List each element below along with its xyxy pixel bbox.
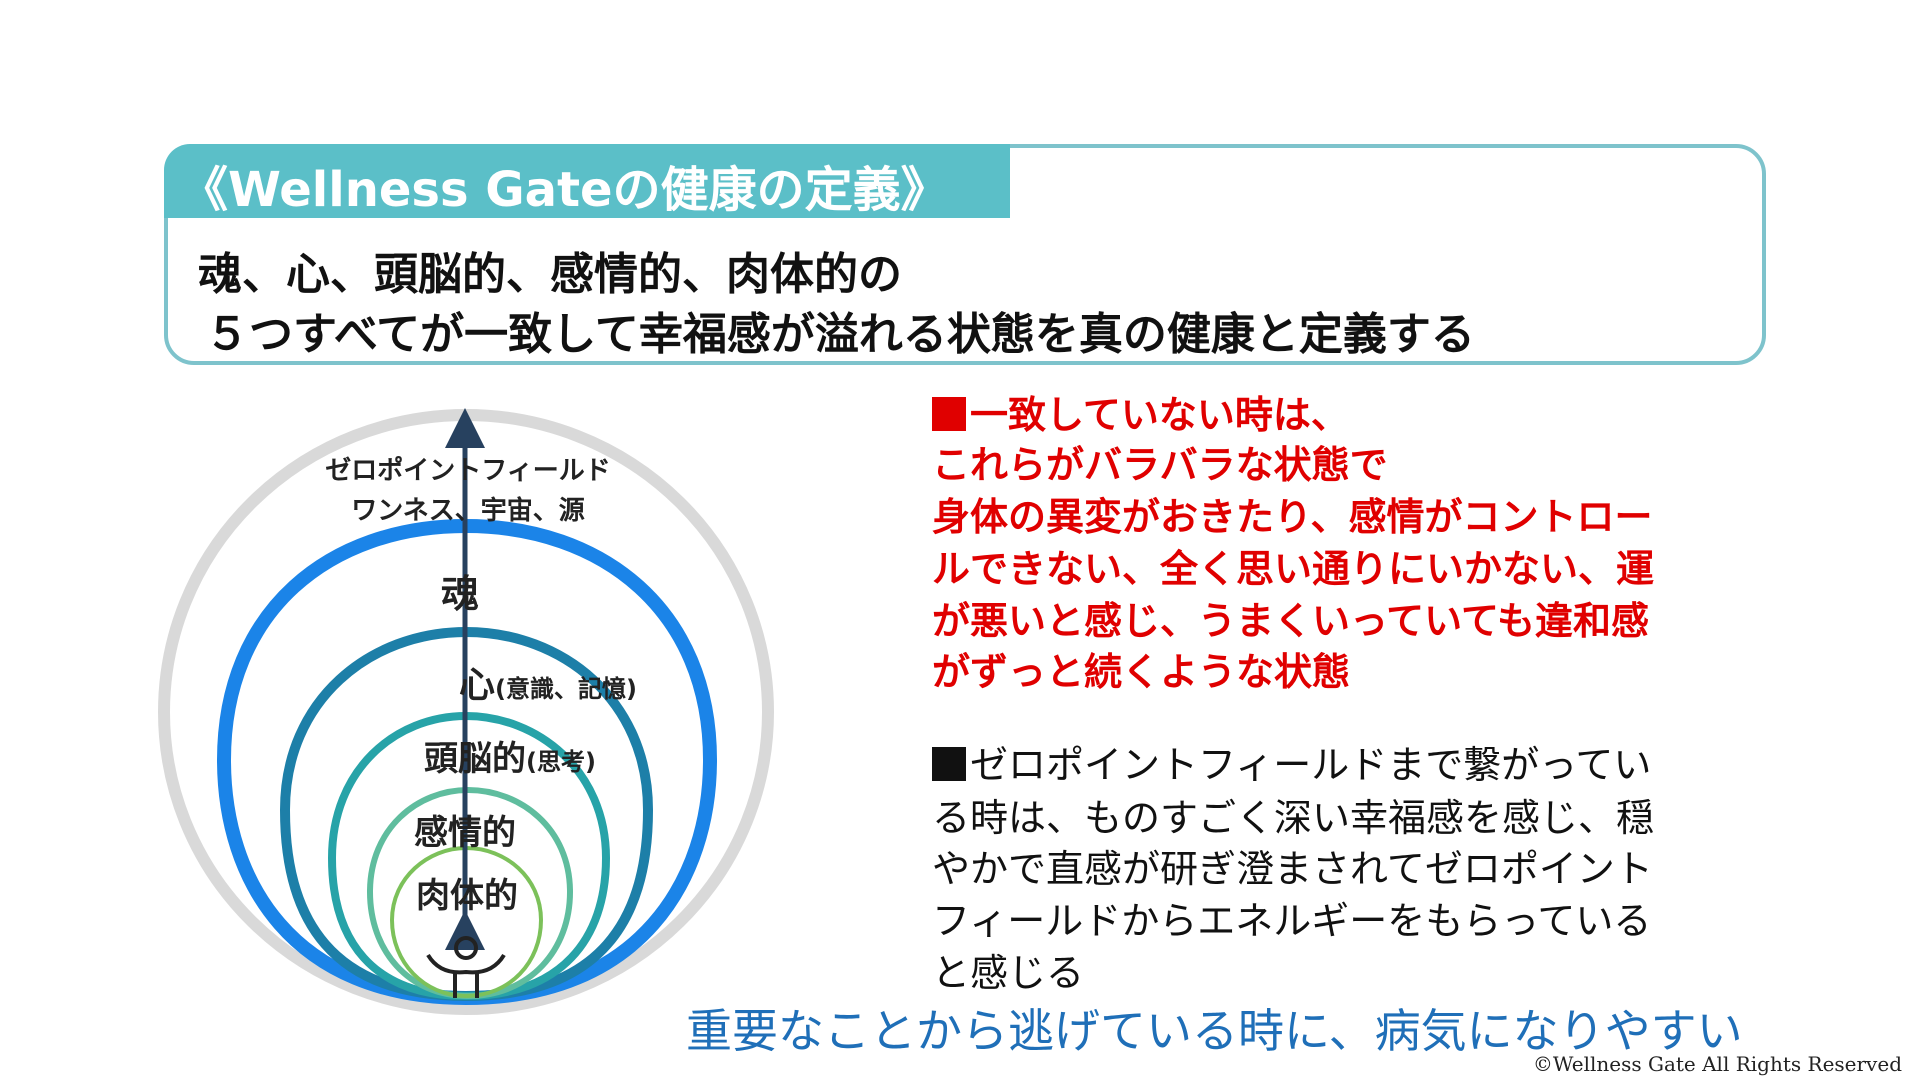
misaligned-text: 身体の異変がおきたり、感情がコントロー	[932, 495, 1653, 539]
red-square-icon	[932, 397, 966, 431]
outer-label-zero-point: ゼロポイントフィールド	[325, 456, 611, 486]
definition-line-1: 魂、心、頭脳的、感情的、肉体的の	[198, 249, 902, 300]
layer-label-soul: 魂	[440, 572, 480, 616]
misaligned-text: がずっと続くような状態	[932, 650, 1351, 694]
definition-line-2: ５つすべてが一致して幸福感が溢れる状態を真の健康と定義する	[205, 309, 1475, 360]
misaligned-text: ルできない、全く思い通りにいかない、運	[932, 547, 1655, 591]
connected-text: フィールドからエネルギーをもらっている	[932, 899, 1652, 943]
connected-text: やかで直感が研ぎ澄まされてゼロポイント	[932, 847, 1653, 891]
soul-ring	[216, 518, 718, 1006]
connected-heading: ゼロポイントフィールドまで繋がってい	[932, 734, 1651, 789]
emotion-ring	[366, 786, 574, 1000]
key-message: 重要なことから逃げている時に、病気になりやすい	[686, 1004, 1743, 1058]
page-title: 《Wellness Gateの健康の定義》	[180, 162, 949, 218]
layer-label-mind: 心(意識、記憶)	[459, 665, 637, 706]
connected-text: る時は、ものすごく深い幸福感を感じ、穏	[932, 796, 1655, 840]
intellect-ring	[327, 711, 611, 1001]
misaligned-text: これらがバラバラな状態で	[932, 443, 1388, 487]
title-band	[164, 144, 1010, 218]
misaligned-heading: 一致していない時は、	[932, 384, 1349, 439]
layer-label-intellect: 頭脳的(思考)	[424, 739, 596, 779]
layer-label-body: 肉体的	[416, 876, 518, 916]
body-ring	[389, 845, 544, 999]
outer-label-oneness: ワンネス、宇宙、源	[351, 496, 585, 526]
person-icon	[426, 936, 506, 998]
copyright: ©Wellness Gate All Rights Reserved	[1532, 1052, 1902, 1076]
mind-ring	[279, 626, 654, 1002]
black-square-icon	[932, 747, 966, 781]
misaligned-text: が悪いと感じ、うまくいっていても違和感	[932, 599, 1650, 643]
connected-text: と感じる	[932, 951, 1085, 995]
layer-label-emotion: 感情的	[414, 813, 516, 853]
